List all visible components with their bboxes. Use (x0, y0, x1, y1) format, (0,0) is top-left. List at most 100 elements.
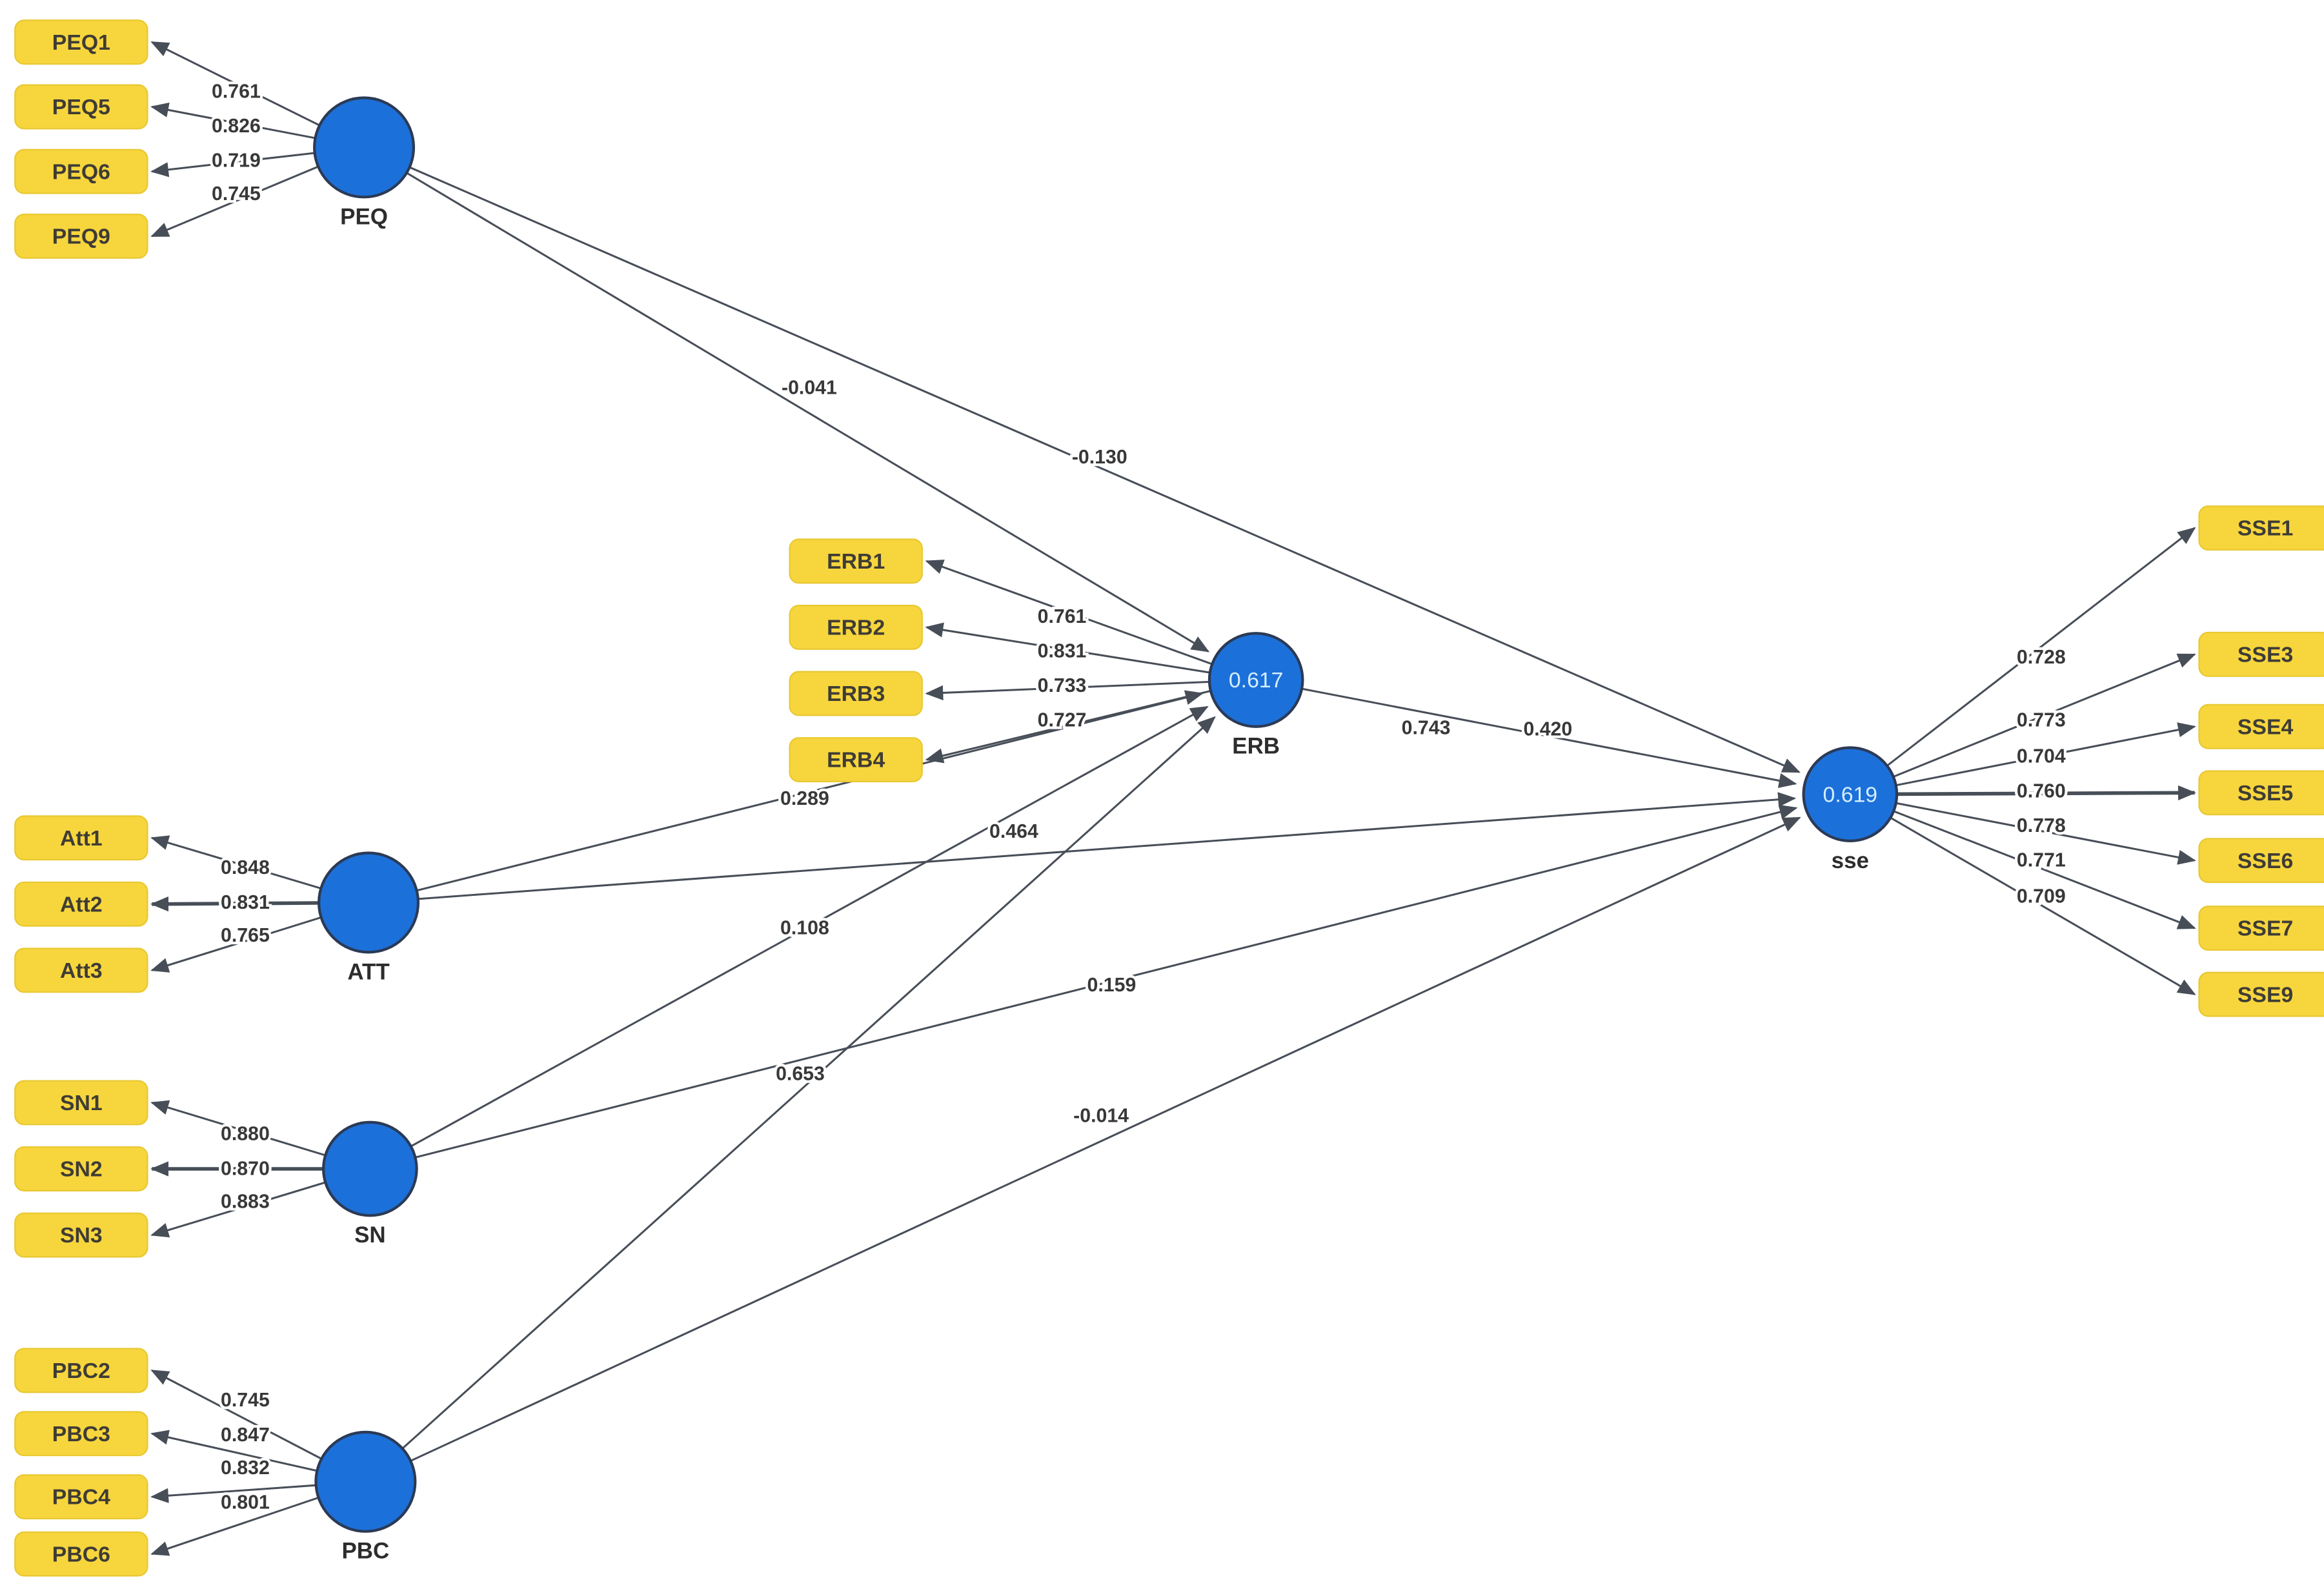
indicator-box-ERB1[interactable] (789, 538, 923, 584)
indicator-box-PBC2[interactable] (14, 1348, 148, 1393)
indicator-SSE7[interactable]: SSE7 (2198, 906, 2324, 951)
loading-label-PBC6: 0.801 (221, 1492, 270, 1514)
loading-label-ERB3: 0.733 (1038, 675, 1087, 696)
edge-sse-SSE6 (1850, 793, 2196, 865)
latent-name-PEQ: PEQ (340, 204, 388, 229)
indicator-box-Att3[interactable] (14, 947, 148, 993)
indicator-Att1[interactable]: Att1 (14, 815, 148, 861)
loading-label-SSE5: 0.760 (2017, 780, 2066, 802)
latent-circle-SN[interactable] (322, 1120, 418, 1217)
latent-name-ERB: ERB (1232, 734, 1280, 759)
loading-label-SN2: 0.870 (221, 1158, 270, 1179)
indicator-box-SSE5[interactable] (2198, 770, 2324, 816)
edge-sse-SSE7 (1850, 793, 2196, 929)
indicator-SN3[interactable]: SN3 (14, 1212, 148, 1258)
indicator-PEQ6[interactable]: PEQ6 (14, 148, 148, 194)
path-label-PBC-sse: -0.014 (1073, 1106, 1129, 1127)
indicator-label-PBC4: PBC4 (52, 1485, 110, 1510)
latent-circle-PBC[interactable] (314, 1430, 417, 1533)
edge-ERB-ERB3 (925, 678, 1257, 701)
indicator-ERB4[interactable]: ERB4 (789, 737, 923, 782)
indicator-box-SSE6[interactable] (2198, 838, 2324, 884)
indicator-box-PEQ6[interactable] (14, 148, 148, 194)
indicator-SN1[interactable]: SN1 (14, 1080, 148, 1126)
indicator-label-SSE5: SSE5 (2238, 781, 2293, 805)
path-label-ATT-ERB: 0.289 (780, 788, 829, 809)
latent-SN[interactable]: SN (322, 1120, 418, 1248)
indicator-box-ERB2[interactable] (789, 604, 923, 650)
indicator-label-Att2: Att2 (60, 892, 103, 917)
indicator-SSE4[interactable]: SSE4 (2198, 704, 2324, 749)
indicator-box-PEQ5[interactable] (14, 84, 148, 130)
indicator-ERB2[interactable]: ERB2 (789, 604, 923, 650)
latent-circle-ERB[interactable] (1207, 632, 1304, 728)
indicator-box-Att1[interactable] (14, 815, 148, 861)
latent-value-ERB: 0.617 (1229, 668, 1284, 693)
indicator-SSE3[interactable]: SSE3 (2198, 631, 2324, 677)
indicator-PEQ1[interactable]: PEQ1 (14, 19, 148, 65)
indicator-box-SSE1[interactable] (2198, 505, 2324, 551)
latent-ATT[interactable]: ATT (318, 851, 420, 985)
path-PBC-ERB (365, 716, 1216, 1483)
indicator-label-Att1: Att1 (60, 826, 103, 851)
latent-circle-PEQ[interactable] (313, 96, 416, 199)
edge-sse-SSE1 (1849, 527, 2196, 795)
edge-sse-SSE3 (1850, 653, 2196, 796)
loading-label-SSE6: 0.778 (2017, 815, 2066, 836)
indicator-SSE1[interactable]: SSE1 (2198, 505, 2324, 551)
path-ERB-sse (1255, 679, 1797, 788)
loading-label-ERB4: 0.727 (1038, 710, 1087, 731)
indicator-Att2[interactable]: Att2 (14, 881, 148, 927)
edge-ERB-ERB1 (925, 560, 1257, 681)
path-label-SN-sse: 0.159 (1087, 975, 1137, 996)
indicator-PBC2[interactable]: PBC2 (14, 1348, 148, 1393)
indicator-SSE5[interactable]: SSE5 (2198, 770, 2324, 816)
indicator-box-SSE3[interactable] (2198, 631, 2324, 677)
indicator-box-PBC3[interactable] (14, 1411, 148, 1457)
indicator-box-SSE7[interactable] (2198, 906, 2324, 951)
latent-circle-ATT[interactable] (318, 851, 420, 954)
nodes-layer: PEQ1PEQ5PEQ6PEQ9ERB1ERB2ERB3ERB4Att1Att2… (14, 19, 2324, 1577)
indicator-SSE6[interactable]: SSE6 (2198, 838, 2324, 884)
indicator-box-ERB3[interactable] (789, 671, 923, 716)
indicator-label-SSE7: SSE7 (2238, 917, 2293, 941)
indicator-PBC3[interactable]: PBC3 (14, 1411, 148, 1457)
indicator-box-PEQ9[interactable] (14, 213, 148, 259)
latent-name-sse: sse (1832, 848, 1869, 873)
indicator-SSE9[interactable]: SSE9 (2198, 971, 2324, 1017)
indicator-box-ERB4[interactable] (789, 737, 923, 782)
indicator-label-PBC2: PBC2 (52, 1359, 110, 1383)
loading-label-Att2: 0.831 (221, 892, 270, 913)
loading-label-PBC2: 0.745 (221, 1390, 270, 1411)
latent-PEQ[interactable]: PEQ (313, 96, 416, 229)
indicator-box-PBC4[interactable] (14, 1474, 148, 1520)
indicator-PEQ5[interactable]: PEQ5 (14, 84, 148, 130)
indicator-box-SN2[interactable] (14, 1146, 148, 1191)
indicator-SN2[interactable]: SN2 (14, 1146, 148, 1191)
latent-name-PBC: PBC (341, 1539, 389, 1564)
edge-ERB-ERB2 (925, 622, 1257, 681)
indicator-label-PEQ6: PEQ6 (52, 159, 110, 184)
indicator-label-SSE1: SSE1 (2238, 516, 2293, 541)
indicator-label-PEQ5: PEQ5 (52, 95, 110, 119)
indicator-ERB1[interactable]: ERB1 (789, 538, 923, 584)
indicator-box-SN3[interactable] (14, 1212, 148, 1258)
path-label-ERB-sse: 0.743 (1402, 717, 1451, 738)
indicator-label-SN2: SN2 (60, 1157, 103, 1182)
indicator-box-SSE9[interactable] (2198, 971, 2324, 1017)
indicator-box-Att2[interactable] (14, 881, 148, 927)
indicator-box-SSE4[interactable] (2198, 704, 2324, 749)
indicator-label-SSE6: SSE6 (2238, 849, 2293, 873)
indicator-box-SN1[interactable] (14, 1080, 148, 1126)
latent-circle-sse[interactable] (1802, 746, 1899, 842)
indicator-box-PEQ1[interactable] (14, 19, 148, 65)
indicator-PBC6[interactable]: PBC6 (14, 1531, 148, 1577)
indicator-box-PBC6[interactable] (14, 1531, 148, 1577)
indicator-Att3[interactable]: Att3 (14, 947, 148, 993)
latent-PBC[interactable]: PBC (314, 1430, 417, 1564)
indicator-ERB3[interactable]: ERB3 (789, 671, 923, 716)
indicator-PBC4[interactable]: PBC4 (14, 1474, 148, 1520)
indicator-PEQ9[interactable]: PEQ9 (14, 213, 148, 259)
